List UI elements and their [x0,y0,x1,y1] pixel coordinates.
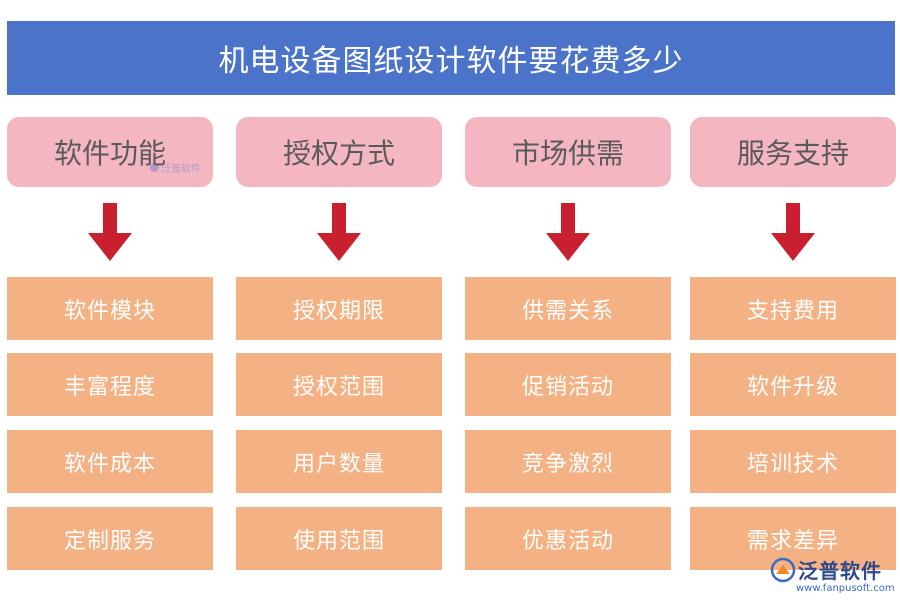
list-item: 授权范围 [236,353,442,416]
list-item: 培训技术 [690,430,896,493]
watermark-text: 泛普软件 [161,164,201,175]
column-header: 授权方式 [236,117,442,187]
list-item: 供需关系 [465,277,671,340]
column-license-mode: 授权方式 授权期限 授权范围 用户数量 使用范围 [236,0,442,600]
list-item: 优惠活动 [465,507,671,570]
list-item: 支持费用 [690,277,896,340]
logo-name: 泛普软件 [798,559,882,583]
down-arrow-icon [317,203,361,261]
column-header: 市场供需 [465,117,671,187]
down-arrow-icon [88,203,132,261]
logo-url: www.fanpusoft.com [796,583,895,594]
fanpu-logo-icon [150,163,159,172]
list-item: 软件升级 [690,353,896,416]
column-market-supply: 市场供需 供需关系 促销活动 竞争激烈 优惠活动 [465,0,671,600]
column-header: 服务支持 [690,117,896,187]
list-item: 定制服务 [7,507,213,570]
list-item: 用户数量 [236,430,442,493]
column-software-function: 软件功能 软件模块 丰富程度 软件成本 定制服务 [7,0,213,600]
column-header: 软件功能 [7,117,213,187]
down-arrow-icon [546,203,590,261]
list-item: 丰富程度 [7,353,213,416]
fanpu-logo-icon [770,557,796,583]
list-item: 需求差异 [690,507,896,570]
watermark: 泛普软件 [150,160,201,175]
list-item: 促销活动 [465,353,671,416]
brand-logo: 泛普软件 www.fanpusoft.com [770,555,895,597]
list-item: 软件成本 [7,430,213,493]
column-service-support: 服务支持 支持费用 软件升级 培训技术 需求差异 [690,0,896,600]
list-item: 使用范围 [236,507,442,570]
list-item: 竞争激烈 [465,430,671,493]
down-arrow-icon [771,203,815,261]
list-item: 软件模块 [7,277,213,340]
diagram-title: 机电设备图纸设计软件要花费多少 [7,21,895,95]
list-item: 授权期限 [236,277,442,340]
